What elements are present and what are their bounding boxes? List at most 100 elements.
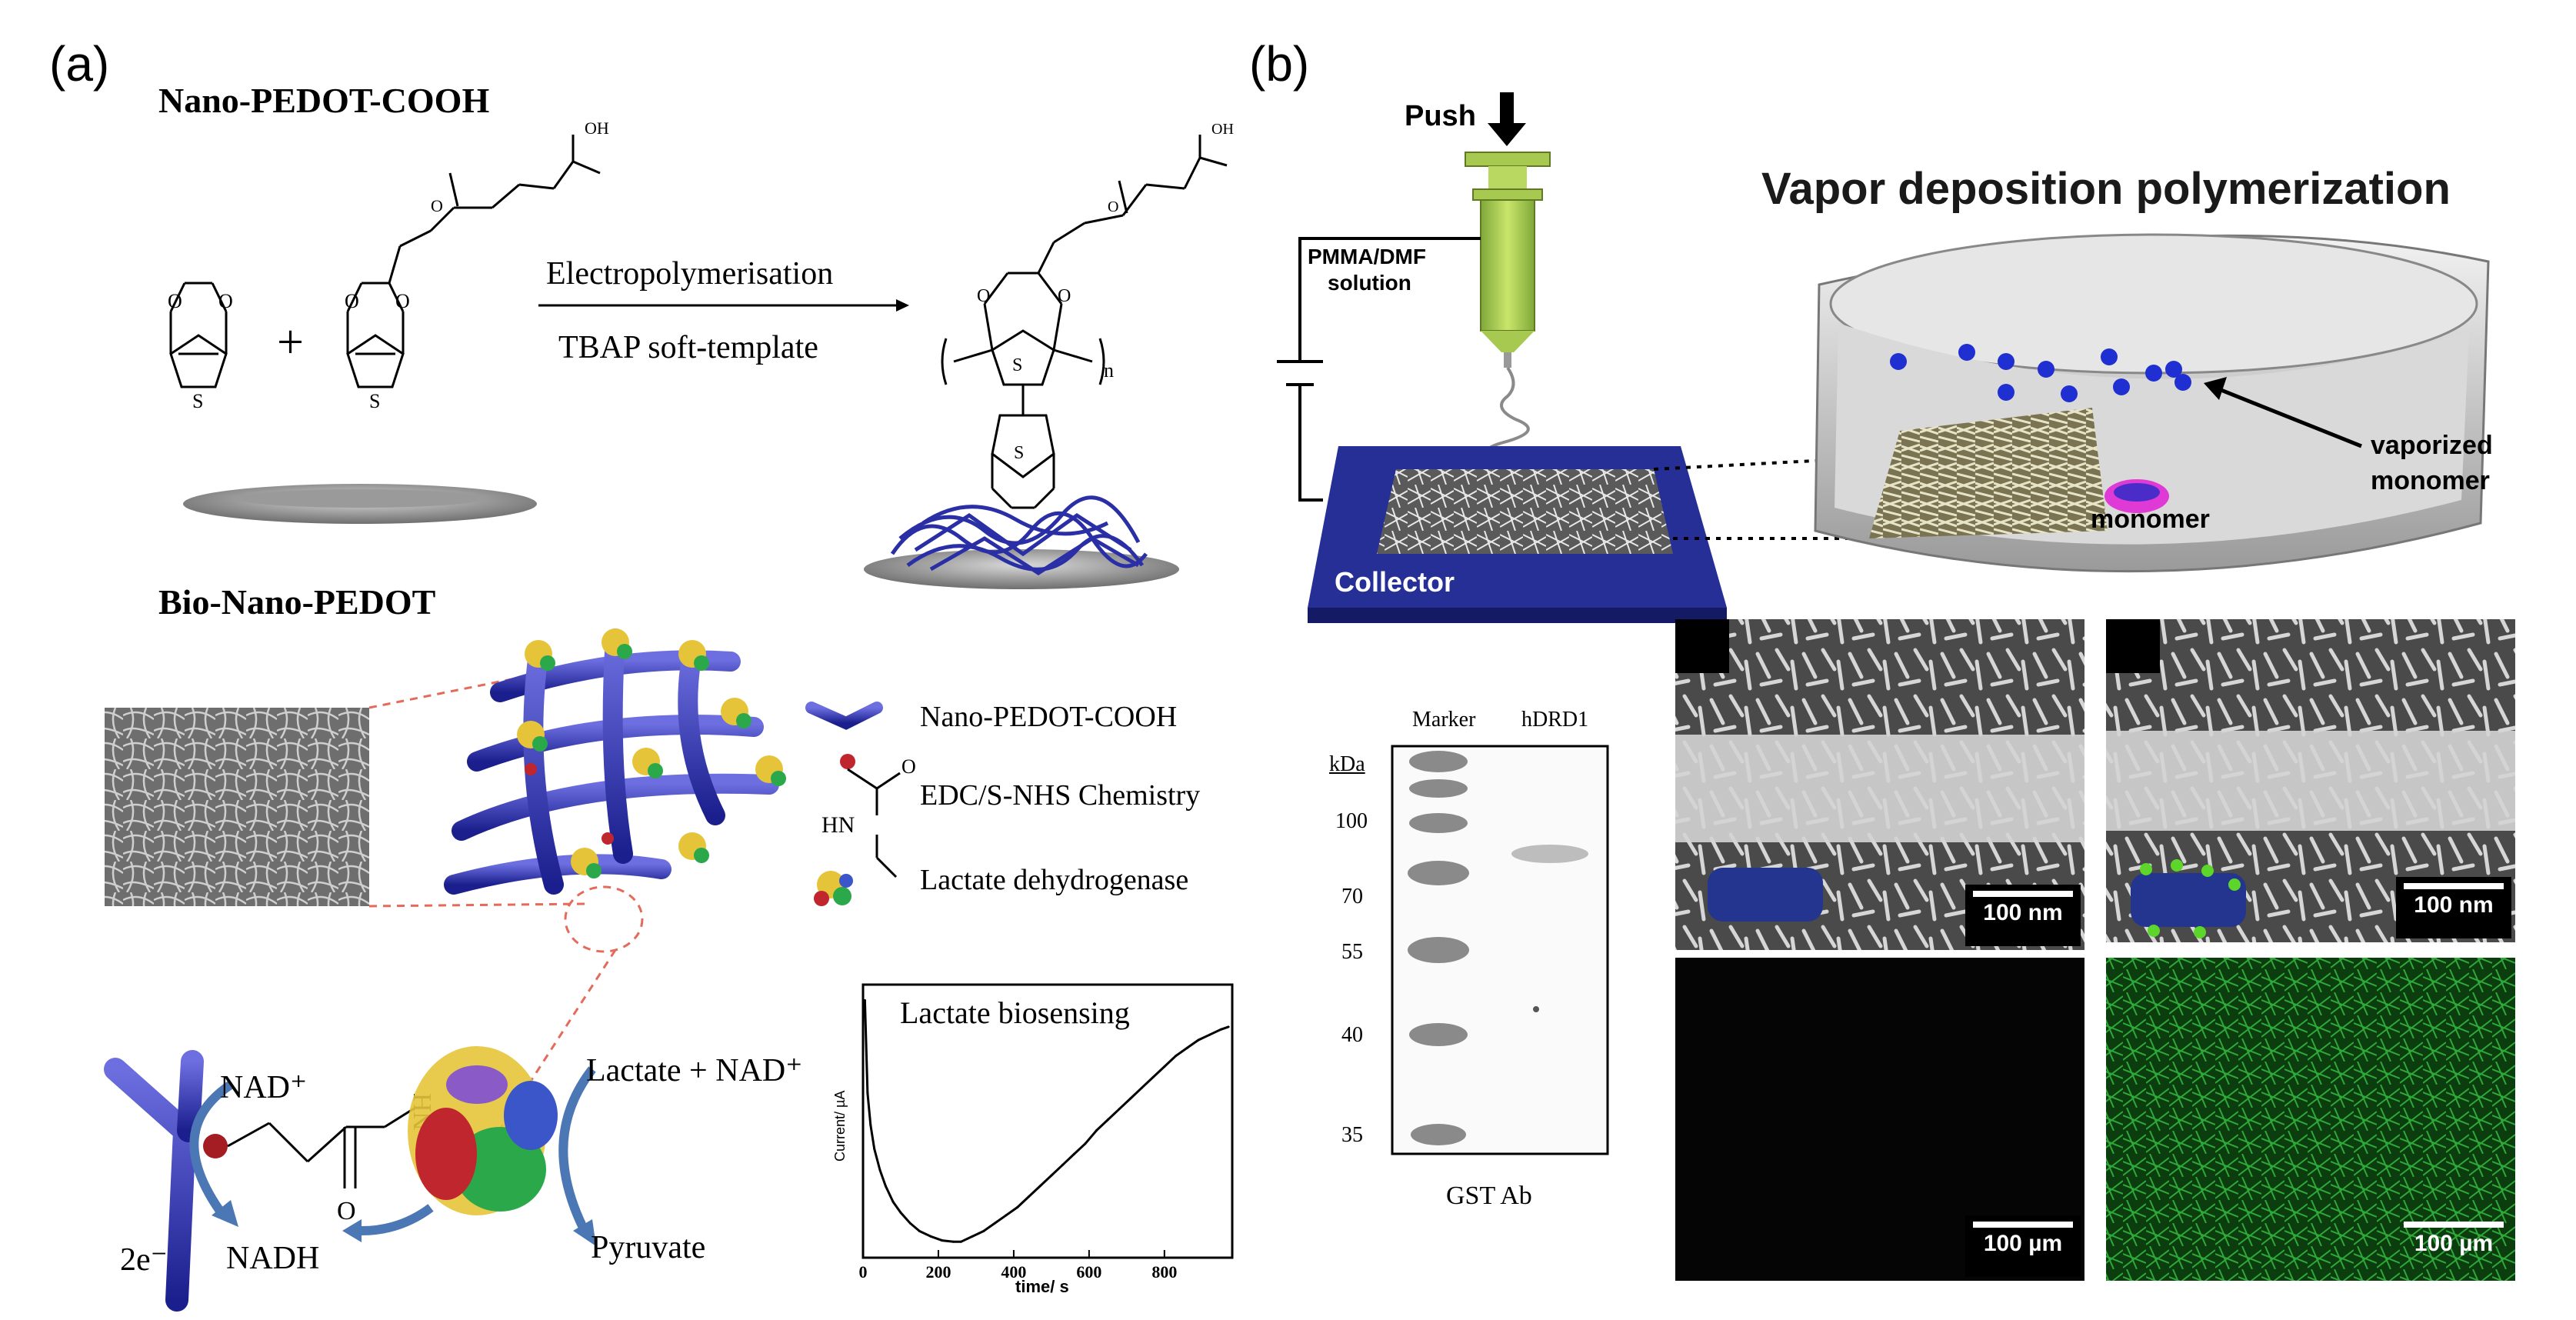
ester-o: O	[431, 196, 443, 215]
arrow-label-top: Electropolymerisation	[546, 256, 834, 292]
amide-node	[203, 1134, 228, 1158]
legend-o: O	[901, 755, 916, 778]
edot-cooh-s-atom: S	[369, 390, 380, 412]
chart-x-tick-label: 600	[1076, 1262, 1101, 1282]
monomer-label: monomer	[2091, 505, 2210, 534]
pmma-label-1: PMMA/DMF	[1308, 245, 1426, 268]
chart-data-point	[929, 1235, 932, 1238]
chart-data-point	[952, 1240, 955, 1243]
chart-data-point	[959, 1240, 962, 1243]
chart-plot-area	[861, 983, 1234, 1259]
edot-o2: O	[218, 290, 233, 312]
chart-data-point	[1106, 1118, 1109, 1122]
edot-s-atom: S	[192, 390, 203, 412]
polymer-s2: S	[1014, 443, 1024, 463]
push-label: Push	[1405, 100, 1476, 132]
scale-bar-top-left: 100 nm	[1965, 885, 2081, 946]
vaporized-label-2: monomer	[2371, 466, 2490, 495]
legend-hn: HN	[821, 812, 855, 838]
carboxyl-oh: OH	[585, 118, 609, 138]
legend-item-edc: EDC/S-NHS Chemistry	[920, 779, 1201, 812]
scale-bar-bottom-left: 100 µm	[1965, 1215, 2081, 1277]
blot-marker-70: 70	[1341, 885, 1363, 908]
chart-data-point	[993, 1222, 996, 1225]
chart-data-point	[908, 1222, 911, 1225]
edot-o1: O	[168, 290, 182, 312]
nad-plus-label: NAD⁺	[220, 1070, 308, 1105]
chart-data-point	[941, 1239, 944, 1242]
plus-sign: +	[277, 316, 304, 368]
scale-bar-bottom-right: 100 µm	[2396, 1215, 2511, 1277]
chart-data-point	[1219, 1028, 1222, 1031]
blot-col-marker: Marker	[1412, 708, 1476, 732]
chart-data-point	[918, 1230, 921, 1232]
electrode-disc-coated	[864, 549, 1179, 589]
polymer-ester-o: O	[1108, 198, 1118, 215]
chart-data-point	[866, 1092, 869, 1095]
two-electron-label: 2e⁻	[120, 1242, 168, 1278]
vapor-chamber	[1814, 233, 2490, 573]
monomer-molecules	[1890, 344, 2191, 402]
edot-molecule	[169, 282, 228, 388]
chart-data-point	[1072, 1152, 1075, 1155]
blot-marker-100: 100	[1335, 809, 1368, 833]
vaporized-arrow	[2207, 382, 2362, 448]
bottom-pedot-tube	[104, 1050, 204, 1312]
bio-nano-pedot-title: Bio-Nano-PEDOT	[158, 582, 436, 622]
legend-linker	[847, 768, 901, 878]
legend-item-enzyme: Lactate dehydrogenase	[920, 864, 1189, 896]
blot-footer: GST Ab	[1446, 1182, 1532, 1210]
pmma-label-2: solution	[1328, 271, 1411, 295]
syringe-icon	[1465, 152, 1551, 368]
chart-data-point	[869, 1124, 872, 1126]
polymer-s1: S	[1012, 355, 1022, 375]
polymer-o2: O	[1058, 286, 1071, 306]
push-arrow-shaft	[1500, 92, 1514, 123]
fiber-mat	[1377, 469, 1673, 554]
nadh-label: NADH	[226, 1241, 320, 1276]
chart-data-point	[1197, 1038, 1200, 1042]
chart-data-point	[1140, 1086, 1143, 1089]
curved-arrow-left	[189, 1081, 234, 1218]
lactate-nad-label: Lactate + NAD⁺	[586, 1053, 803, 1088]
legend-pedot-icon	[805, 702, 883, 756]
chart-data-point	[1095, 1128, 1098, 1132]
enzyme-clusters	[517, 628, 786, 878]
blot-col-sample: hDRD1	[1521, 708, 1589, 732]
bottom-linker	[227, 1106, 416, 1188]
reaction-arrowhead	[896, 299, 909, 312]
chart-x-axis-label: time/ s	[1015, 1277, 1069, 1296]
chart-data-point	[891, 1201, 895, 1204]
arrow-label-bottom: TBAP soft-template	[558, 330, 818, 365]
polymer-oh: OH	[1211, 121, 1234, 138]
chart-data-point	[1050, 1174, 1053, 1177]
polymer-n: n	[1104, 359, 1114, 382]
vapor-deposition-title: Vapor deposition polymerization	[1761, 164, 2451, 214]
legend-edc-icon	[840, 754, 855, 769]
chart-data-point	[1016, 1205, 1019, 1208]
chart-data-point	[1163, 1065, 1166, 1068]
scale-bar-top-right: 100 nm	[2396, 877, 2511, 938]
chart-data-point	[982, 1230, 985, 1232]
panel-b-drawings	[1277, 92, 2515, 1281]
curved-arrow-right	[558, 1066, 596, 1233]
polymer-mat	[1869, 408, 2108, 538]
edot-cooh-molecule	[346, 135, 601, 388]
panel-a-label: (a)	[49, 36, 110, 92]
sem-inset-image	[105, 708, 369, 906]
chart-data-point	[878, 1168, 881, 1172]
chart-data-point	[1084, 1142, 1087, 1145]
chart-data-point	[1175, 1055, 1178, 1058]
chart-data-point	[1028, 1195, 1031, 1198]
chart-series-line	[863, 1000, 1229, 1243]
chart-x-tick-label: 800	[1151, 1262, 1177, 1282]
collector-label: Collector	[1335, 566, 1455, 598]
marker-bands	[1408, 751, 1469, 1145]
chart-data-point	[884, 1185, 887, 1188]
edot-cooh-o1: O	[345, 290, 359, 312]
legend-item-pedot: Nano-PEDOT-COOH	[920, 701, 1178, 733]
chart-y-axis-label: Current/ µA	[832, 1091, 848, 1162]
voltage-circuit	[1277, 237, 1481, 502]
pedot-network	[444, 628, 779, 895]
